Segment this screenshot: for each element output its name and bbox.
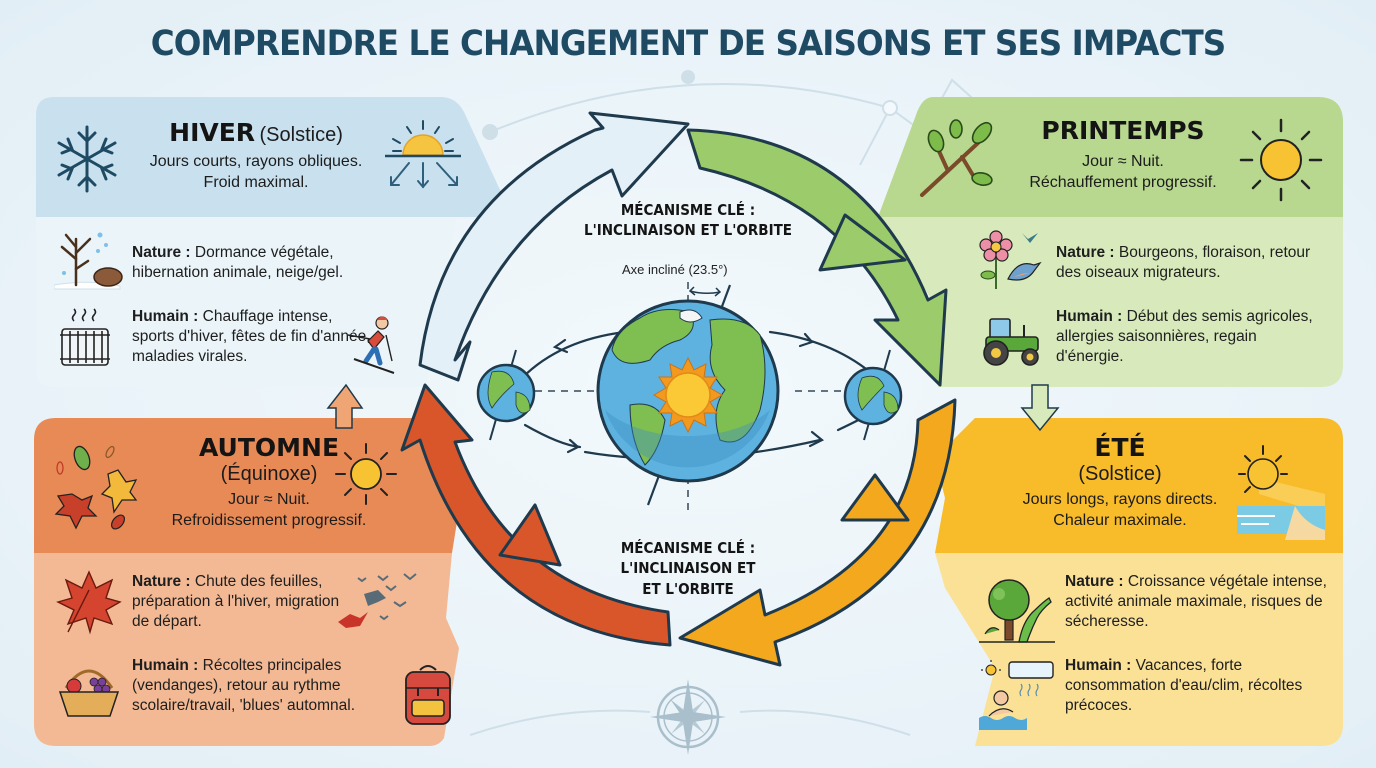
season-name: ÉTÉ	[1094, 433, 1146, 462]
arrow-printemps-to-ete	[686, 128, 948, 387]
bare-tree-hibernation-icon	[54, 232, 123, 290]
humain-label: Humain :	[1065, 657, 1132, 674]
season-desc-line1: Jours courts, rayons obliques.	[149, 152, 363, 170]
connector-arrow-automne-hiver	[326, 383, 364, 429]
mechanism-label-top: MÉCANISME CLÉ : L'INCLINAISON ET L'ORBIT…	[583, 201, 793, 240]
axis-tilt-label: Axe incliné (23.5°)	[622, 262, 728, 277]
printemps-humain: Humain : Début des semis agricoles, alle…	[1056, 307, 1326, 367]
earth-small-left-icon	[476, 349, 536, 441]
card-ete-shape	[935, 418, 1343, 746]
connector-arrow-printemps-ete	[1020, 384, 1060, 432]
nature-label: Nature :	[132, 573, 191, 590]
nature-text: Bourgeons, floraison, retour des oiseaux…	[1056, 244, 1311, 282]
season-desc-line1: Jour ≈ Nuit.	[228, 490, 310, 508]
season-name: AUTOMNE	[198, 433, 340, 462]
season-desc-line2: Réchauffement progressif.	[1029, 173, 1217, 191]
season-desc-line2: Refroidissement progressif.	[171, 511, 367, 529]
arrow-hiver-to-printemps	[418, 111, 690, 382]
humain-label: Humain :	[132, 657, 199, 674]
migrating-birds-icon	[338, 573, 417, 628]
radiator-icon	[60, 308, 110, 366]
season-desc-line2: Chaleur maximale.	[1053, 511, 1187, 529]
skier-icon	[347, 316, 395, 374]
falling-leaves-icon	[54, 445, 138, 530]
harvest-basket-icon	[58, 669, 120, 717]
nature-text: Croissance végétale intense, activité an…	[1065, 573, 1327, 631]
ete-nature: Nature : Croissance végétale intense, ac…	[1065, 572, 1345, 632]
nature-text: Chute des feuilles, préparation à l'hive…	[132, 573, 340, 631]
nature-label: Nature :	[1056, 244, 1115, 261]
automne-nature: Nature : Chute des feuilles, préparation…	[132, 572, 342, 632]
card-printemps: PRINTEMPS Jour ≈ Nuit. Réchauffement pro…	[878, 97, 1343, 387]
arrow-automne-to-hiver	[400, 383, 672, 647]
sun-icon	[1239, 118, 1323, 202]
card-hiver-shape	[36, 97, 501, 387]
card-hiver: HIVER (Solstice) Jours courts, rayons ob…	[36, 97, 501, 387]
maple-leaf-icon	[56, 570, 122, 635]
sun-icon	[335, 443, 397, 505]
page-title: COMPRENDRE LE CHANGEMENT DE SAISONS ET S…	[150, 24, 1226, 64]
card-automne: AUTOMNE (Équinoxe) Jour ≈ Nuit. Refroidi…	[34, 418, 464, 746]
backpack-icon	[405, 665, 451, 725]
hiver-humain: Humain : Chauffage intense, sports d'hiv…	[132, 307, 372, 367]
season-subtitle: (Équinoxe)	[220, 462, 318, 485]
season-desc-line1: Jours longs, rayons directs.	[1022, 490, 1218, 508]
printemps-nature: Nature : Bourgeons, floraison, retour de…	[1056, 243, 1316, 283]
tractor-icon	[983, 318, 1039, 366]
nature-label: Nature :	[1065, 573, 1124, 590]
humain-label: Humain :	[1056, 308, 1123, 325]
sun-center-icon	[653, 356, 723, 434]
low-sun-icon	[385, 120, 461, 189]
budding-branch-icon	[920, 119, 993, 197]
tree-lizard-icon	[979, 579, 1055, 643]
humain-text: Vacances, forte consommation d'eau/clim,…	[1065, 657, 1303, 715]
automne-humain: Humain : Récoltes principales (vendanges…	[132, 656, 402, 716]
season-desc-line1: Jour ≈ Nuit.	[1082, 152, 1164, 170]
arrow-ete-to-automne	[678, 398, 957, 667]
season-subtitle: (Solstice)	[259, 124, 343, 146]
season-name: PRINTEMPS	[1041, 116, 1205, 145]
nature-text: Dormance végétale, hibernation animale, …	[132, 244, 344, 282]
season-subtitle: (Solstice)	[1078, 462, 1162, 485]
humain-text: Chauffage intense, sports d'hiver, fêtes…	[132, 308, 371, 366]
card-ete: ÉTÉ (Solstice) Jours longs, rayons direc…	[935, 418, 1343, 746]
humain-label: Humain :	[132, 308, 199, 325]
snowflake-icon	[57, 125, 117, 193]
air-conditioner-swimmer-icon	[979, 660, 1054, 730]
season-name: HIVER	[169, 118, 256, 147]
beach-sun-icon	[1237, 445, 1325, 540]
hiver-nature: Nature : Dormance végétale, hibernation …	[132, 243, 392, 283]
earth-small-right-icon	[843, 349, 903, 441]
ete-humain: Humain : Vacances, forte consommation d'…	[1065, 656, 1325, 716]
card-automne-shape	[34, 418, 464, 746]
flower-bird-icon	[979, 230, 1042, 289]
nature-label: Nature :	[132, 244, 191, 261]
season-desc-line2: Froid maximal.	[203, 173, 309, 191]
compass-rose-icon	[650, 679, 726, 755]
humain-text: Récoltes principales (vendanges), retour…	[132, 657, 356, 715]
humain-text: Début des semis agricoles, allergies sai…	[1056, 308, 1313, 366]
mechanism-label-bottom: MÉCANISME CLÉ : L'INCLINAISON ET ET L'OR…	[620, 539, 756, 598]
